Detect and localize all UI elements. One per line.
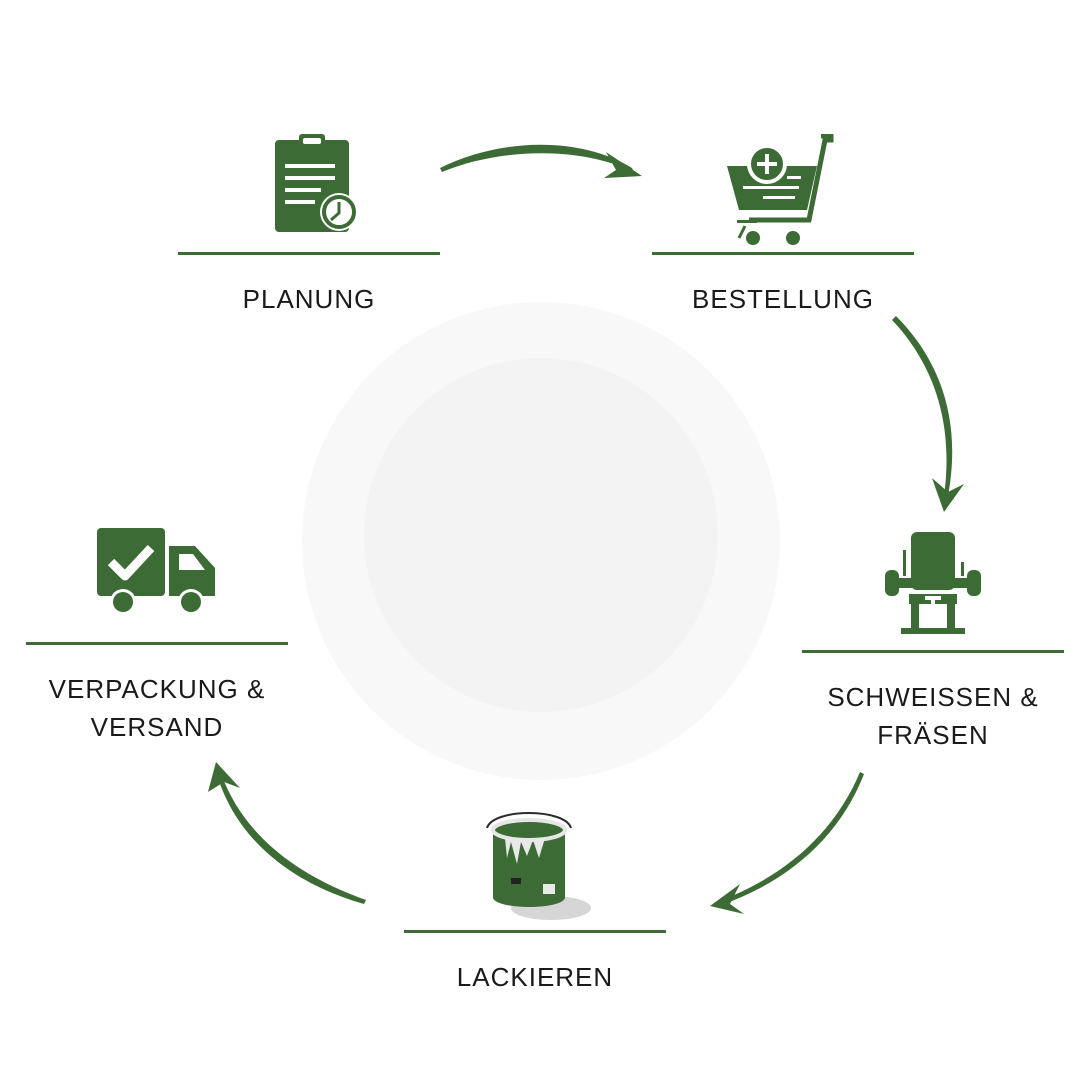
arrow-bestellung-schweissen <box>892 316 953 496</box>
arrow-lackieren-versand <box>218 776 366 904</box>
arrow-planung-bestellung <box>440 144 634 172</box>
step-divider <box>26 642 288 645</box>
delivery-truck-check-icon <box>97 528 215 615</box>
clipboard-clock-icon <box>275 134 358 232</box>
step-label-lackieren: LACKIEREN <box>456 962 614 992</box>
arrowhead-4 <box>208 762 240 792</box>
milling-machine-icon <box>885 532 981 634</box>
step-label-bestellung: BESTELLUNG <box>692 284 874 314</box>
step-label-versand: VERPACKUNG & VERSAND <box>48 674 266 742</box>
shopping-cart-add-icon <box>727 134 834 245</box>
arrowhead-1 <box>604 152 642 178</box>
step-divider <box>178 252 440 255</box>
step-divider <box>652 252 914 255</box>
arrowhead-2 <box>932 478 964 512</box>
arrowhead-3 <box>710 884 744 914</box>
center-disc-inner <box>364 358 718 712</box>
step-label-planung: PLANUNG <box>242 284 376 314</box>
paint-bucket-icon <box>486 812 591 920</box>
arrow-schweissen-lackieren <box>722 772 864 904</box>
step-label-schweissen: SCHWEISSEN & FRÄSEN <box>827 682 1039 750</box>
step-divider <box>802 650 1064 653</box>
step-divider <box>404 930 666 933</box>
